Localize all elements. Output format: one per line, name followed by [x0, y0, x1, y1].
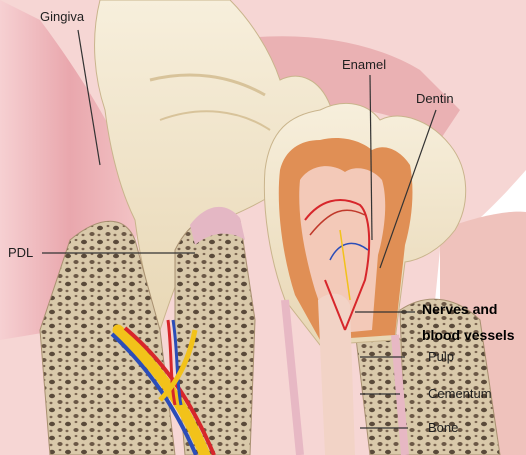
label-nerves-line1: Nerves and: [422, 302, 497, 316]
label-dentin: Dentin: [416, 92, 454, 105]
label-enamel: Enamel: [342, 58, 386, 71]
label-cementum: Cementum: [428, 387, 492, 400]
label-bone: Bone: [428, 421, 458, 434]
label-nerves-line2: blood vessels: [422, 328, 515, 342]
label-pdl: PDL: [8, 246, 33, 259]
label-gingiva: Gingiva: [40, 10, 84, 23]
label-pulp: Pulp: [428, 350, 454, 363]
